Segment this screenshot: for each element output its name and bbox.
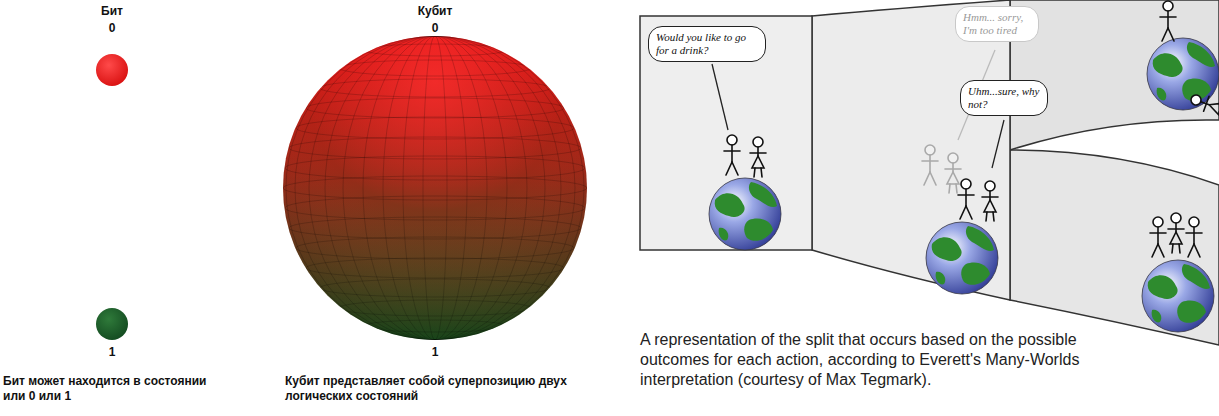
speech-bubble: Uhm...sure, why not? bbox=[960, 80, 1048, 116]
state-number: 0 bbox=[385, 21, 485, 36]
earth-scene bbox=[709, 1, 1219, 332]
state-number: 0 bbox=[62, 21, 162, 36]
bubble-text: Would you like to go for a drink? bbox=[656, 31, 758, 57]
bit-note: Бит может находится в состоянии или 0 ил… bbox=[3, 374, 228, 404]
figure-caption: A representation of the split that occur… bbox=[640, 330, 1110, 390]
speech-bubble: Hmm... sorry, I'm too tired bbox=[955, 6, 1039, 42]
state-number: 1 bbox=[62, 345, 162, 360]
bubble-text: Hmm... sorry, I'm too tired bbox=[963, 11, 1031, 37]
bit-one-dot bbox=[96, 308, 128, 340]
comic-panels bbox=[640, 0, 1219, 345]
bit-heading: Бит bbox=[62, 4, 162, 19]
qubit-sphere bbox=[283, 36, 587, 340]
bubble-tail bbox=[712, 50, 1004, 168]
qubit-note: Кубит представляет собой суперпозицию дв… bbox=[285, 374, 575, 404]
speech-bubble: Would you like to go for a drink? bbox=[648, 26, 766, 62]
bit-zero-dot bbox=[96, 54, 128, 86]
state-number: 1 bbox=[385, 345, 485, 360]
qubit-heading: Кубит bbox=[385, 4, 485, 19]
bubble-text: Uhm...sure, why not? bbox=[968, 85, 1040, 111]
